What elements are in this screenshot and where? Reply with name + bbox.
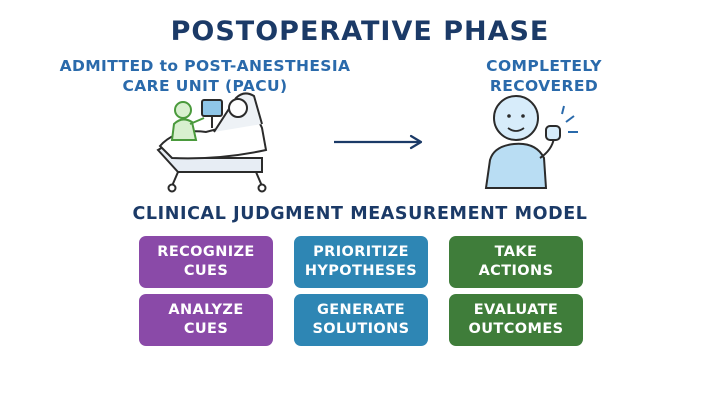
recovered-person-icon [484, 95, 578, 189]
prioritize-hypotheses-box: PRIORITIZE HYPOTHESES [294, 236, 428, 288]
recovered-label: COMPLETELY RECOVERED [486, 57, 602, 95]
generate-solutions-box: GENERATE SOLUTIONS [294, 294, 428, 346]
arrow-right-icon [334, 134, 423, 150]
pacu-label: ADMITTED to POST-ANESTHESIA CARE UNIT (P… [59, 57, 351, 95]
evaluate-outcomes-box: EVALUATE OUTCOMES [449, 294, 583, 346]
recognize-cues-box: RECOGNIZE CUES [139, 236, 273, 288]
analyze-cues-box: ANALYZE CUES [139, 294, 273, 346]
model-title: CLINICAL JUDGMENT MEASUREMENT MODEL [132, 204, 588, 224]
page-title: POSTOPERATIVE PHASE [170, 16, 550, 47]
illustrations [156, 92, 578, 193]
take-actions-box: TAKE ACTIONS [449, 236, 583, 288]
hospital-bed-icon [156, 92, 268, 193]
